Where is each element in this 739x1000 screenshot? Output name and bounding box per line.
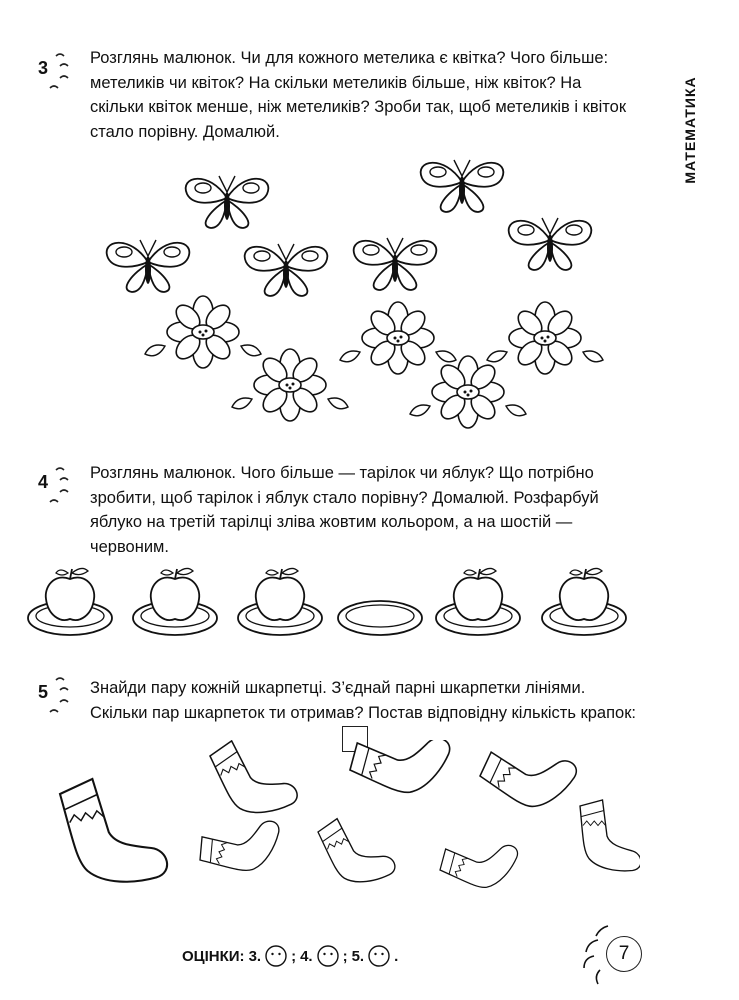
grade-3-label: 3. (248, 947, 262, 965)
flower (409, 355, 527, 429)
task-5-line-1: Знайди пару кожній шкарпетці. З’єднай па… (90, 679, 586, 697)
task-4-line-4: червоним. (90, 537, 169, 556)
smiley-face-icon[interactable] (368, 945, 390, 967)
butterfly (419, 159, 505, 213)
sun-rays-icon (49, 53, 69, 89)
grade-5-label: 5. (351, 947, 365, 965)
sock[interactable] (474, 740, 582, 825)
task-3-number: 3 (38, 58, 49, 78)
task-4-line-1: Розглянь малюнок. Чого більше — тарілок … (90, 464, 594, 482)
sock[interactable] (57, 767, 171, 893)
flower (486, 301, 604, 375)
sock[interactable] (434, 817, 522, 900)
smiley-face-icon[interactable] (316, 945, 339, 967)
task-5-text: Знайди пару кожній шкарпетці. З’єднай па… (90, 676, 636, 725)
plate (337, 600, 423, 636)
sun-rays-icon (49, 467, 69, 503)
task-5-number: 5 (38, 682, 49, 702)
page-sun-decoration-icon (583, 925, 609, 985)
plates-and-apples-illustration (27, 567, 627, 636)
task-5-line-2: Скільки пар шкарпеток ти отримав? Постав… (90, 703, 636, 722)
task-5-number-badge: 5 (34, 672, 84, 722)
sock[interactable] (315, 804, 399, 894)
grades-label: ОЦІНКИ: (182, 947, 245, 965)
task-4-number-badge: 4 (34, 462, 84, 512)
task-3-line-4: стало порівну. Домалюй. (90, 122, 280, 141)
separator: ; (342, 947, 348, 965)
grades-footer: ОЦІНКИ: 3. ; 4. ; 5. . (182, 945, 398, 967)
butterfly (184, 175, 270, 229)
apple (254, 567, 306, 621)
butterfly (105, 239, 191, 293)
subject-label-text: МАТЕМАТИКА (682, 76, 698, 184)
butterfly (352, 237, 438, 291)
apple (44, 567, 96, 621)
side-subject-label: МАТЕМАТИКА (672, 60, 702, 210)
sock[interactable] (342, 740, 455, 810)
socks-illustration (57, 740, 640, 900)
butterfly (243, 243, 329, 297)
flower (339, 301, 457, 375)
sock[interactable] (206, 740, 301, 826)
task-3-line-3: скільки квіток менше, ніж метеликів? Зро… (90, 98, 627, 116)
task-4-line-2: зробити, щоб тарілок і яблук стало порів… (90, 488, 599, 507)
task-3-line-2: метеликів чи квіток? На скільки метеликі… (90, 73, 582, 92)
sock[interactable] (193, 800, 283, 883)
sock[interactable] (579, 799, 640, 872)
task-3-line-1: Розглянь малюнок. Чи для кожного метелик… (90, 49, 609, 67)
task-4-line-3: яблуко на третій тарілці зліва жовтим ко… (90, 513, 573, 531)
grade-4-label: 4. (300, 947, 313, 965)
task-4-number: 4 (38, 472, 49, 492)
butterfly (507, 217, 593, 271)
separator: ; (291, 947, 297, 965)
task-3-text: Розглянь малюнок. Чи для кожного метелик… (90, 46, 626, 144)
sun-rays-icon (49, 677, 69, 713)
apple (558, 567, 610, 621)
apple (149, 567, 201, 621)
page-number: 7 (606, 936, 642, 972)
task-3-number-badge: 3 (34, 48, 84, 98)
task-4-text: Розглянь малюнок. Чого більше — тарілок … (90, 461, 599, 559)
footer-end: . (394, 947, 399, 965)
flower (144, 295, 262, 369)
flower (231, 348, 349, 422)
smiley-face-icon[interactable] (265, 945, 287, 967)
butterflies-and-flowers-illustration (105, 159, 604, 429)
apple (452, 567, 504, 621)
